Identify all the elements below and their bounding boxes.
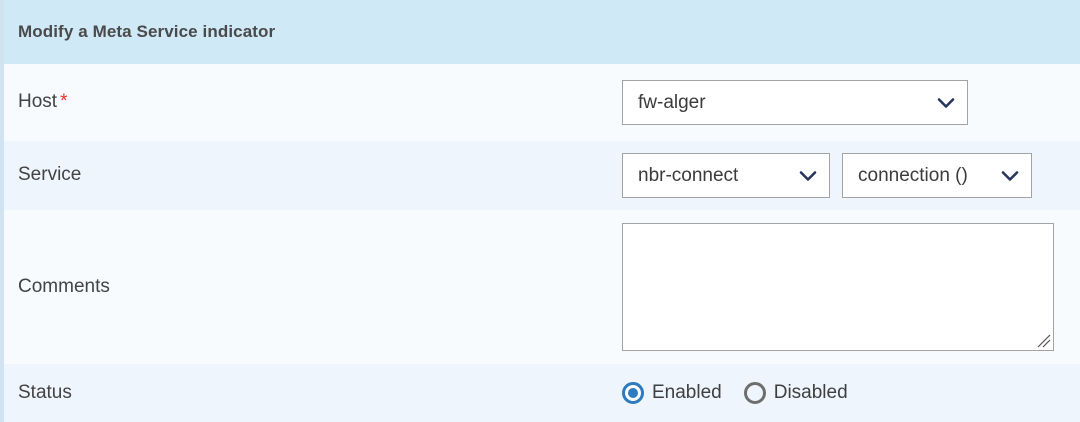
radio-status-disabled[interactable]: Disabled	[743, 382, 848, 404]
form-row-service: Service nbr-connect connection ()	[4, 141, 1080, 210]
form-row-status: Status Enabled Disabled	[4, 364, 1080, 422]
service-select[interactable]: nbr-connect	[622, 153, 830, 198]
chevron-down-icon	[799, 154, 817, 197]
comments-textarea[interactable]	[623, 224, 1053, 350]
control-host: fw-alger	[622, 80, 1070, 125]
label-status-text: Status	[18, 381, 72, 403]
radio-status-enabled-label: Enabled	[652, 382, 722, 403]
required-asterisk-host: *	[60, 91, 68, 113]
control-comments	[622, 223, 1070, 351]
label-host: Host*	[18, 91, 622, 114]
control-status: Enabled Disabled	[622, 382, 1070, 404]
label-comments-text: Comments	[18, 275, 110, 297]
radio-selected-icon	[622, 382, 644, 404]
host-select[interactable]: fw-alger	[622, 80, 968, 125]
control-service: nbr-connect connection ()	[622, 153, 1070, 198]
radio-status-disabled-label: Disabled	[773, 382, 848, 403]
form-row-host: Host* fw-alger	[4, 64, 1080, 141]
comments-field-wrapper	[622, 223, 1054, 351]
host-select-value: fw-alger	[638, 91, 706, 113]
form-row-comments: Comments	[4, 210, 1080, 364]
status-radio-group: Enabled Disabled	[622, 382, 848, 404]
metric-select[interactable]: connection ()	[842, 153, 1032, 198]
label-host-text: Host	[18, 91, 58, 113]
label-comments: Comments	[18, 276, 622, 299]
chevron-down-icon	[1001, 154, 1019, 197]
page-title: Modify a Meta Service indicator	[18, 22, 276, 41]
metric-select-value: connection ()	[858, 164, 968, 186]
panel-header: Modify a Meta Service indicator	[4, 0, 1080, 64]
radio-status-enabled[interactable]: Enabled	[622, 382, 722, 404]
radio-unselected-icon	[743, 382, 766, 404]
label-service-text: Service	[18, 164, 82, 186]
label-service: Service	[18, 164, 622, 187]
service-select-value: nbr-connect	[638, 164, 739, 186]
chevron-down-icon	[937, 81, 955, 124]
label-status: Status	[18, 382, 622, 405]
